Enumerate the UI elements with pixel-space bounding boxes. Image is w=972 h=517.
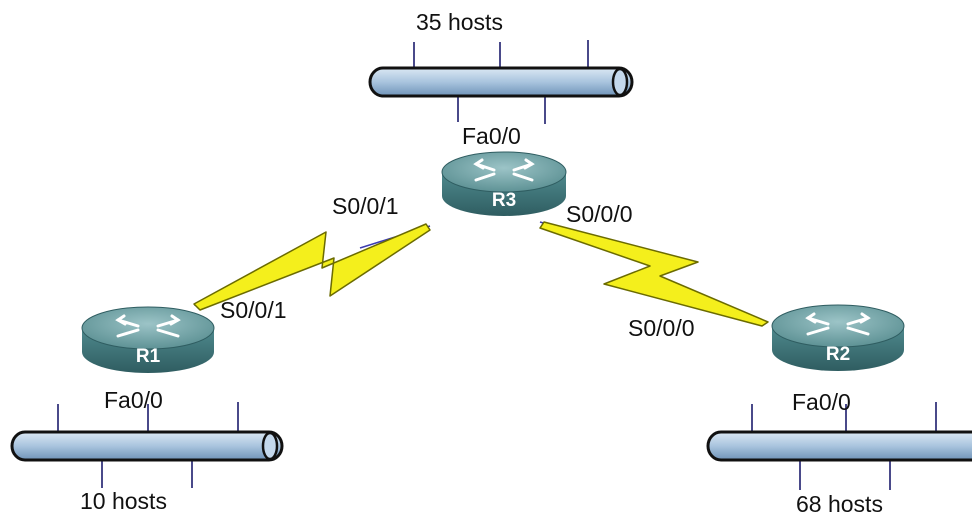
interface-label-r3-fa0-0: Fa0/0: [462, 123, 521, 149]
router-name: R2: [826, 344, 850, 365]
router-top: [441, 151, 567, 193]
router-name: R1: [136, 346, 161, 367]
router-top: [81, 306, 215, 350]
interface-label-r1-s0-0-1: S0/0/1: [220, 297, 287, 323]
lan-bus-right: [706, 402, 972, 490]
interface-label-r2-fa0-0: Fa0/0: [792, 389, 851, 415]
serial-link-r1-r3: [193, 223, 431, 311]
serial-lightning-bolt: [539, 221, 769, 327]
bus-cylinder: [10, 430, 284, 462]
bus-cylinder: [368, 66, 634, 98]
router-icon: [473, 158, 535, 182]
interface-label-r3-s0-0-0: S0/0/0: [566, 201, 633, 227]
interface-label-r3-s0-0-1: S0/0/1: [332, 193, 399, 219]
bus-end-cap: [611, 67, 629, 97]
interface-label-r1-fa0-0: Fa0/0: [104, 387, 163, 413]
router-top: [771, 304, 905, 348]
bus-end-cap: [261, 431, 279, 461]
hosts-label-right: 68 hosts: [796, 491, 883, 517]
router-r2: R2: [771, 304, 905, 371]
hosts-label-top: 35 hosts: [416, 9, 503, 35]
lan-bus-top: [368, 40, 634, 124]
router-r3: R3: [441, 151, 567, 216]
router-r1: R1: [81, 306, 215, 373]
router-icon: [805, 312, 871, 336]
lan-bus-left: [10, 402, 284, 488]
serial-link-r2-r3: [539, 221, 769, 327]
interface-label-r2-s0-0-0: S0/0/0: [628, 315, 695, 341]
bus-cylinder: [706, 430, 972, 462]
router-name: R3: [492, 190, 516, 211]
router-icon: [115, 314, 181, 338]
hosts-label-left: 10 hosts: [80, 488, 167, 514]
serial-lightning-bolt: [193, 223, 431, 311]
